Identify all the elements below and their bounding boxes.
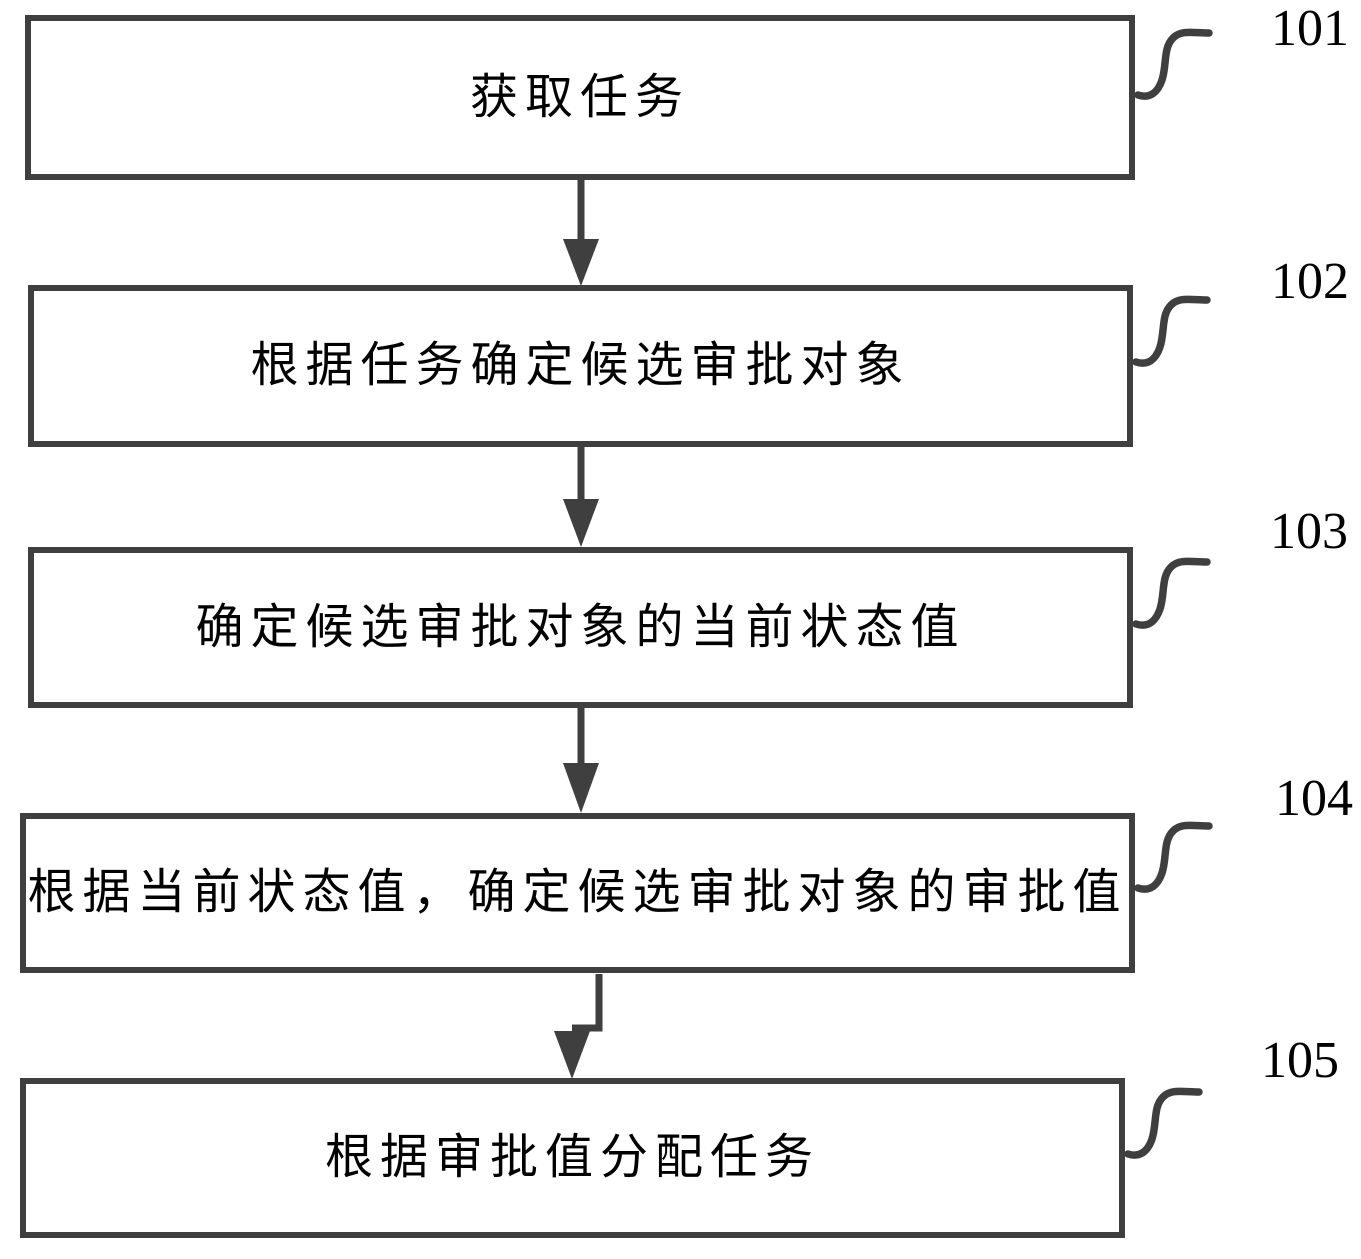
flow-arrow-4	[554, 974, 603, 1079]
ref-squiggle-101	[1134, 28, 1213, 100]
step-103-text: 确定候选审批对象的当前状态值	[195, 600, 966, 654]
step-ref-label-102: 102	[1271, 253, 1349, 310]
flow-box-step-103: 确定候选审批对象的当前状态值	[28, 547, 1133, 708]
step-104-text: 根据当前状态值，确定候选审批对象的审批值	[27, 866, 1128, 919]
step-ref-label-104: 104	[1275, 770, 1353, 827]
step-ref-label-103: 103	[1270, 503, 1348, 560]
flow-box-step-105: 根据审批值分配任务	[20, 1078, 1125, 1238]
flow-arrow-2	[563, 447, 599, 547]
ref-squiggle-104	[1134, 821, 1213, 893]
flow-arrow-1	[563, 180, 599, 286]
step-101-text: 获取任务	[469, 70, 690, 124]
ref-squiggle-103	[1132, 557, 1211, 629]
flow-box-step-102: 根据任务确定候选审批对象	[28, 285, 1133, 447]
step-102-text: 根据任务确定候选审批对象	[250, 339, 911, 392]
ref-squiggle-102	[1132, 295, 1211, 367]
step-ref-label-105: 105	[1261, 1032, 1339, 1089]
flow-box-step-101: 获取任务	[25, 15, 1135, 180]
flow-box-step-104: 根据当前状态值，确定候选审批对象的审批值	[20, 813, 1135, 973]
step-105-text: 根据审批值分配任务	[324, 1131, 820, 1184]
flow-arrow-3	[563, 708, 599, 813]
step-ref-label-101: 101	[1271, 0, 1349, 57]
ref-squiggle-105	[1124, 1087, 1203, 1159]
